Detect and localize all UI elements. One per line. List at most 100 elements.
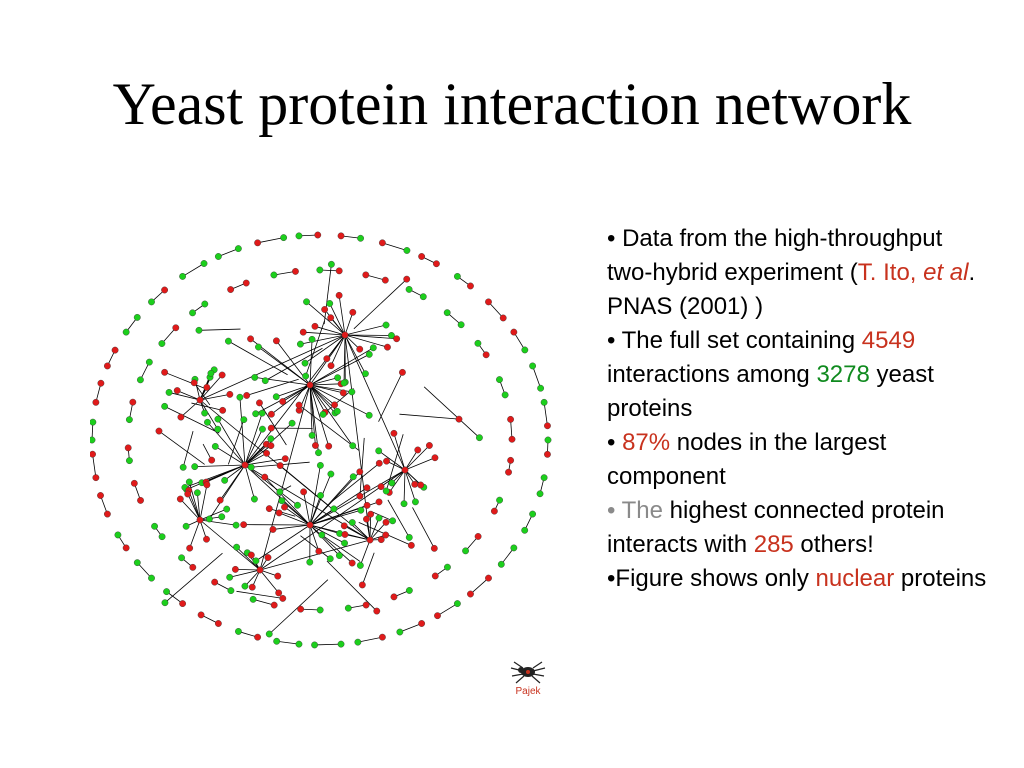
protein-node [544,450,551,458]
nuclear-keyword: nuclear [815,565,895,592]
protein-node [510,544,518,552]
protein-node [92,474,100,482]
protein-node [334,374,342,382]
network-edge [309,384,326,413]
network-edge [199,393,230,401]
protein-node [272,393,280,401]
protein-node [323,355,331,363]
protein-node [521,346,529,354]
network-edge [273,270,296,276]
protein-node [248,583,256,591]
protein-node [375,459,383,467]
network-edge [193,382,211,406]
protein-node [295,401,303,409]
protein-node [191,463,199,471]
network-edge [338,295,346,336]
pajek-label: Pajek [515,686,541,697]
protein-node [216,496,224,504]
network-edge [387,499,410,538]
protein-node [232,521,240,529]
network-edge [532,365,541,389]
protein-node [485,574,492,582]
protein-node [311,641,318,649]
bullet-mark: • [607,497,622,524]
protein-node [434,612,441,620]
bullet-list: • Data from the high-throughput two-hybr… [607,222,987,596]
protein-node [544,436,552,444]
protein-node [335,267,343,275]
protein-node [193,489,201,497]
protein-node [425,442,433,449]
network-edge [323,264,332,325]
protein-node [161,402,169,410]
network-edge [404,445,430,471]
network-edge [187,493,201,521]
network-edge [378,372,403,422]
protein-node [184,490,192,498]
bullet-text: nodes in the largest component [607,429,887,490]
network-edge [470,577,489,595]
network-edge [343,334,346,383]
protein-node [317,492,324,499]
protein-node [259,425,266,433]
bullet-text: Figure shows only [615,565,816,592]
network-edge [236,590,283,599]
network-edge [386,460,406,471]
protein-node [295,232,303,240]
bullet-text: yeast proteins [607,361,934,422]
protein-node [235,628,242,635]
protein-node [219,406,227,414]
protein-node [103,362,111,370]
bullet-item: • The highest connected protein interact… [607,494,987,562]
protein-node [326,300,334,307]
network-edge [244,452,267,466]
protein-node [137,497,144,504]
protein-node [279,594,287,602]
protein-node [203,535,210,543]
protein-node [407,541,415,549]
network-nodes [90,231,552,649]
protein-node [278,497,286,505]
protein-node [418,620,426,627]
network-edge [224,464,246,481]
protein-node [195,326,203,334]
network-edge [235,568,261,571]
protein-node [496,496,503,504]
protein-node [444,563,451,571]
protein-node [457,321,465,329]
network-edge [264,476,311,526]
protein-node [177,413,185,421]
protein-node [241,582,249,590]
network-edge [309,384,336,414]
protein-node [414,446,422,454]
network-edge [257,237,284,244]
protein-node [356,562,364,569]
network-edge [303,331,346,336]
protein-node [321,306,329,313]
protein-node [499,314,507,322]
protein-node [381,276,389,284]
protein-node [254,633,262,641]
protein-node [335,291,343,299]
protein-node [454,600,461,607]
protein-node [97,492,104,499]
network-edge [412,507,435,549]
network-edge [229,569,261,578]
network-edge [309,384,354,446]
network-edge [271,384,311,415]
network-edge [329,303,346,336]
protein-node [306,381,314,389]
protein-node [315,547,323,555]
protein-node [507,415,514,423]
protein-node [412,498,419,506]
protein-node [207,369,215,377]
protein-node [269,526,277,533]
protein-node [388,479,396,487]
bullet-mark: • [607,327,622,354]
protein-node [496,376,503,383]
protein-node [275,509,283,517]
protein-node [357,234,364,242]
network-edge [513,331,526,351]
bullet-text: interactions among [607,361,817,388]
protein-node [196,516,204,524]
